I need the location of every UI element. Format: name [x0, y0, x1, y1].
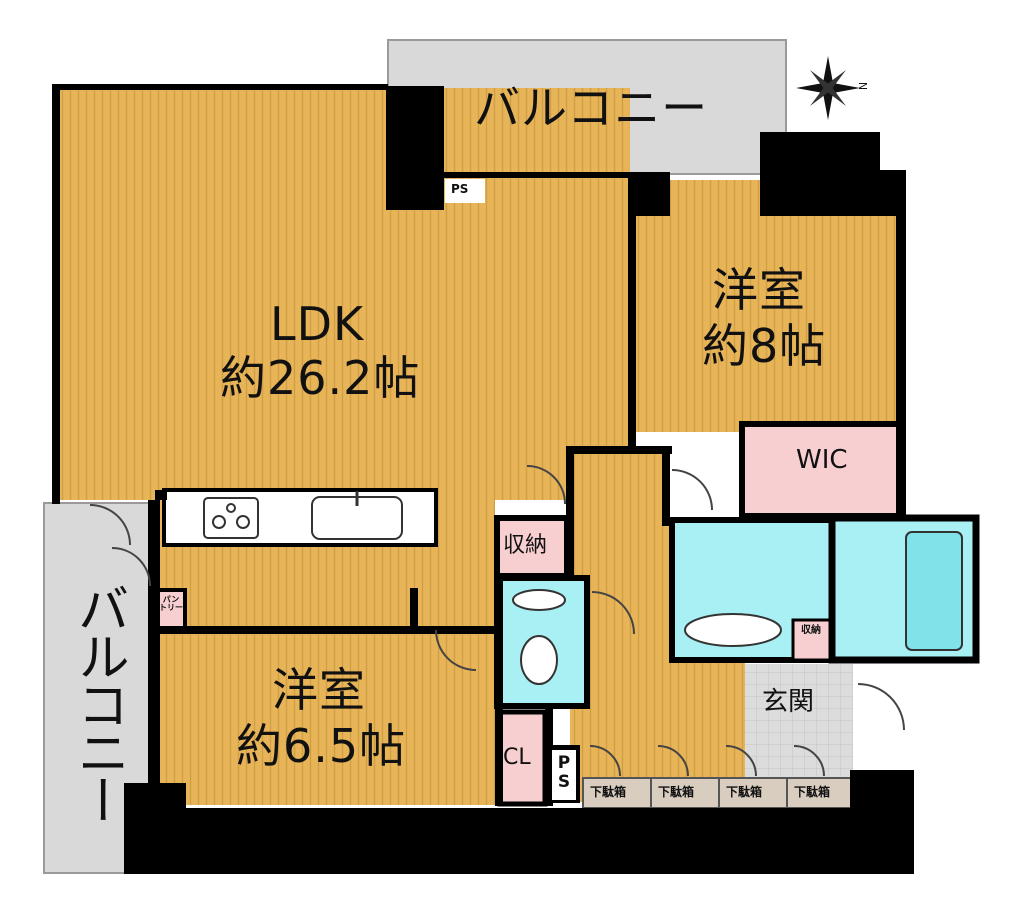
- western-8-name: 洋室: [712, 263, 806, 317]
- shoe-cabinet-3: 下駄箱: [726, 785, 763, 799]
- walls: [52, 84, 914, 874]
- wash-basin-icon: [684, 613, 782, 647]
- left-balcony-label: バルコニー: [68, 582, 129, 822]
- ps-top-box: [445, 179, 485, 203]
- ps-bottom-label: PS: [557, 753, 571, 792]
- western-8-floor: [632, 180, 898, 432]
- storage-small-label: 収納: [801, 625, 821, 636]
- ldk-name: LDK: [270, 297, 365, 351]
- sink-icon: [512, 589, 566, 611]
- top-balcony-label: バルコニー: [474, 81, 709, 135]
- western-6-5-floor: [155, 630, 495, 805]
- western-8-size: 約8帖: [702, 319, 827, 373]
- western-6-5-size: 約6.5帖: [236, 719, 407, 773]
- shoe-cabinet-1: 下駄箱: [590, 785, 627, 799]
- shoe-cabinet-4: 下駄箱: [794, 785, 831, 799]
- bathtub: [905, 531, 963, 651]
- storage-room: [494, 515, 570, 579]
- compass-north-label: N: [856, 81, 870, 91]
- pantry-label: パントリー: [159, 595, 183, 613]
- ps-top-label: PS: [451, 182, 469, 196]
- door-swings: [89, 465, 905, 777]
- hallway-floor-2: [590, 660, 745, 780]
- storage-small-room: [791, 618, 832, 662]
- wic-label: WIC: [796, 445, 848, 475]
- ps-bottom-box: [552, 750, 576, 800]
- closet-label: CL: [503, 745, 531, 770]
- entrance-label: 玄関: [762, 687, 815, 717]
- entrance-floor: [745, 664, 853, 780]
- ldk-floor: [60, 88, 630, 500]
- western-6-5-name: 洋室: [272, 663, 366, 717]
- toilet-bowl-icon: [520, 635, 558, 685]
- storage-label: 収納: [503, 533, 548, 558]
- wic-room: [739, 421, 903, 519]
- shoe-cabinet-2: 下駄箱: [658, 785, 695, 799]
- ldk-size: 約26.2帖: [220, 351, 421, 405]
- compass-rose-icon: [796, 56, 860, 120]
